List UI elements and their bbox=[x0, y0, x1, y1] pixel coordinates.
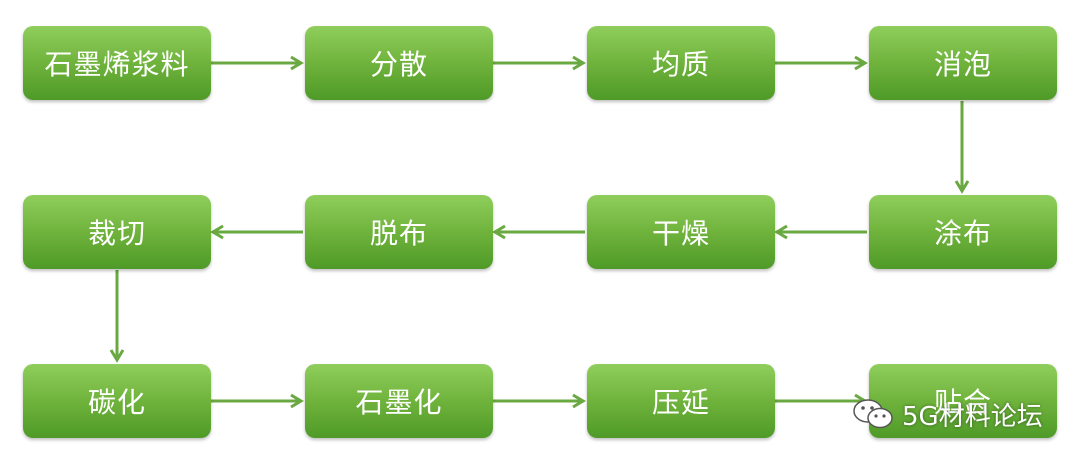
arrow-defoam-to-coating bbox=[954, 101, 970, 194]
node-graphitize: 石墨化 bbox=[305, 364, 493, 438]
arrow-peel-off-to-cutting bbox=[210, 224, 303, 240]
arrow-disperse-to-homogenize bbox=[493, 55, 586, 71]
node-carbonize: 碳化 bbox=[23, 364, 211, 438]
node-cutting: 裁切 bbox=[23, 195, 211, 269]
watermark: 5G材料论坛 bbox=[852, 392, 1043, 436]
watermark-text: 5G材料论坛 bbox=[902, 401, 1043, 432]
node-calender: 压延 bbox=[587, 364, 775, 438]
node-lamination: 贴合 bbox=[869, 364, 1057, 438]
arrow-coating-to-drying bbox=[774, 224, 867, 240]
arrow-carbonize-to-graphitize bbox=[211, 393, 304, 409]
wechat-icon bbox=[853, 399, 893, 429]
arrow-graphene-slurry-to-disperse bbox=[211, 55, 304, 71]
node-coating: 涂布 bbox=[869, 195, 1057, 269]
node-homogenize: 均质 bbox=[587, 26, 775, 100]
arrow-homogenize-to-defoam bbox=[775, 55, 868, 71]
arrow-graphitize-to-calender bbox=[493, 393, 586, 409]
node-disperse: 分散 bbox=[305, 26, 493, 100]
node-defoam: 消泡 bbox=[869, 26, 1057, 100]
node-drying: 干燥 bbox=[587, 195, 775, 269]
node-graphene-slurry: 石墨烯浆料 bbox=[23, 26, 211, 100]
node-peel-off: 脱布 bbox=[305, 195, 493, 269]
arrow-drying-to-peel-off bbox=[492, 224, 585, 240]
arrow-cutting-to-carbonize bbox=[109, 270, 125, 363]
